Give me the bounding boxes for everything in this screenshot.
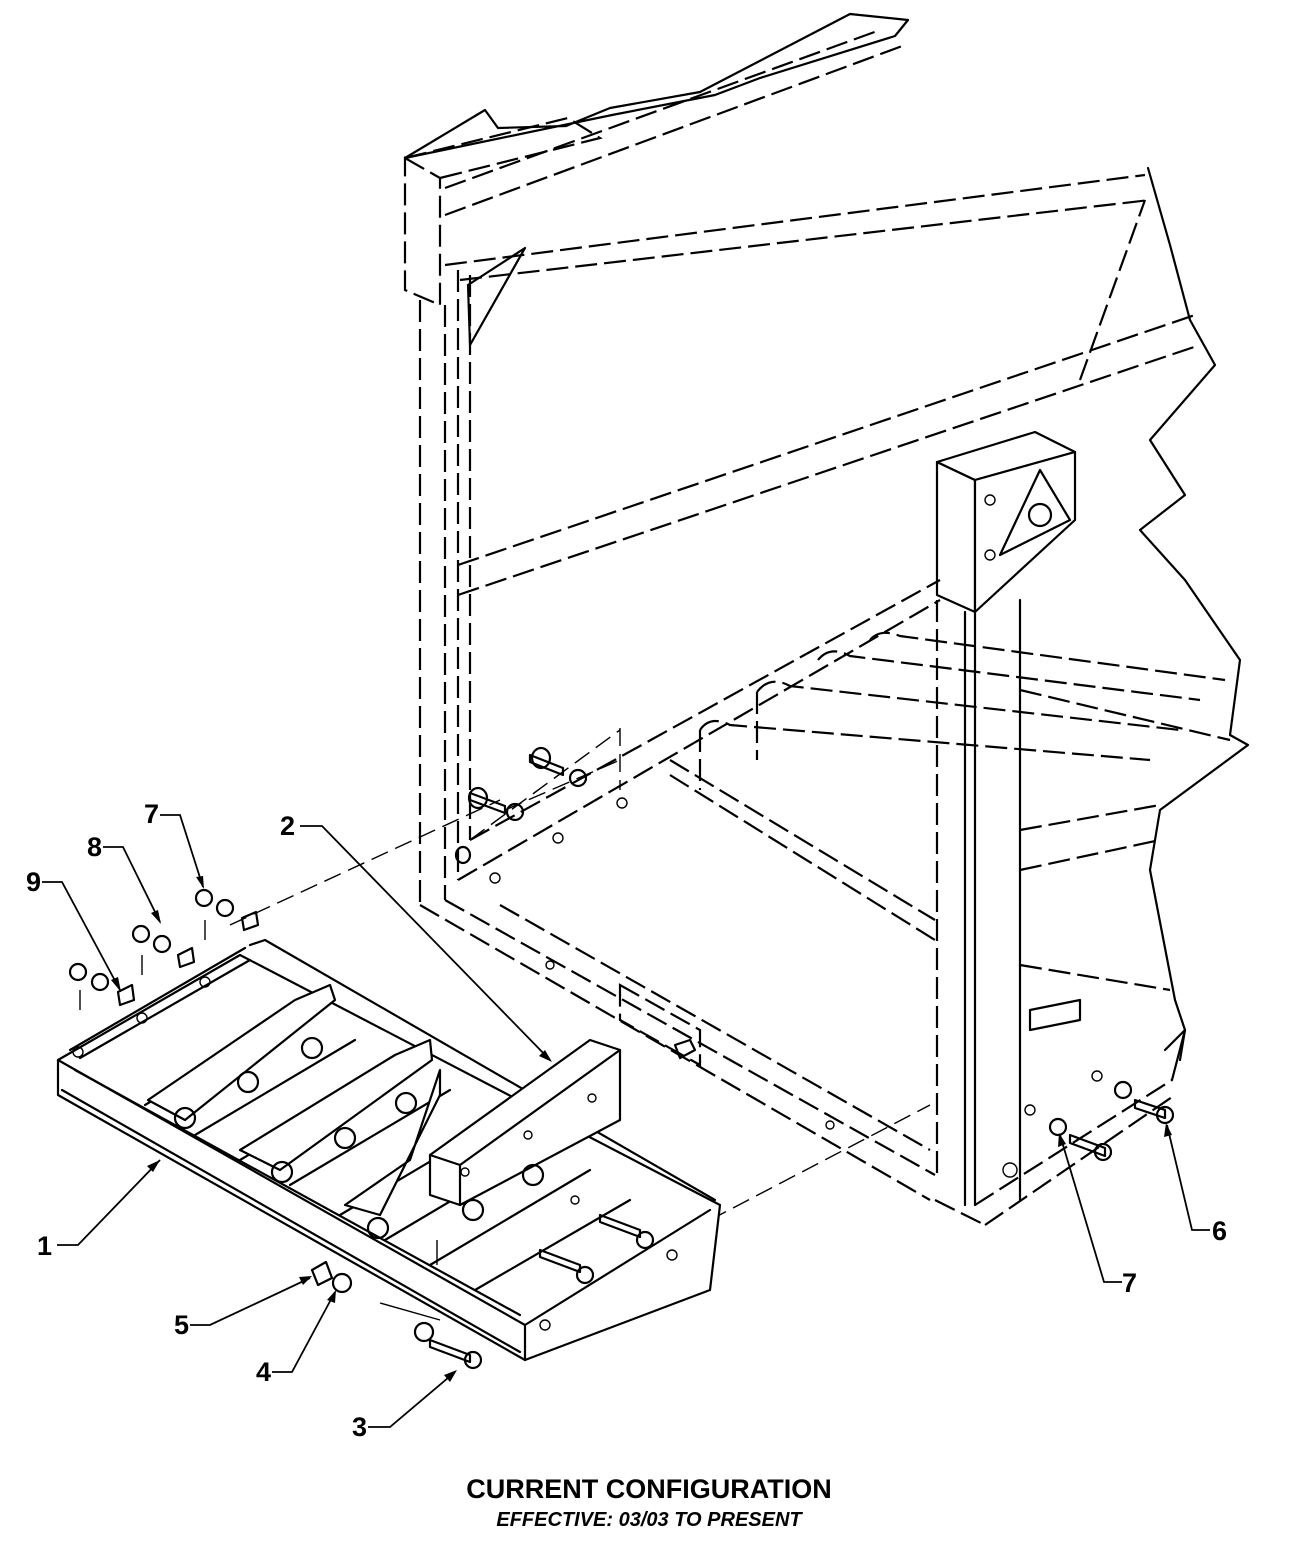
callout-2: 2 xyxy=(280,811,295,841)
main-frame-assembly xyxy=(403,12,1250,1226)
tray-nuts xyxy=(173,1036,545,1240)
callout-1: 1 xyxy=(37,1231,52,1261)
callout-8: 8 xyxy=(87,832,102,862)
callout-4: 4 xyxy=(256,1357,271,1387)
callout-3: 3 xyxy=(352,1412,367,1442)
callout-7-left: 7 xyxy=(144,799,159,829)
callout-7-right: 7 xyxy=(1122,1268,1137,1298)
configuration-title: CURRENT CONFIGURATION xyxy=(466,1474,832,1504)
callout-leaders xyxy=(42,814,1210,1428)
callout-labels: 1 2 3 4 5 6 7 7 8 9 xyxy=(26,799,1227,1442)
callout-6: 6 xyxy=(1212,1216,1227,1246)
tray-assembly xyxy=(56,888,722,1362)
callout-5: 5 xyxy=(174,1310,189,1340)
callout-9: 9 xyxy=(26,867,41,897)
projection-lines xyxy=(229,728,931,1221)
frame-hardware xyxy=(454,746,1187,1162)
rollers xyxy=(698,631,1226,790)
effective-date-subtitle: EFFECTIVE: 03/03 TO PRESENT xyxy=(496,1509,802,1531)
loose-hardware xyxy=(310,1240,483,1370)
